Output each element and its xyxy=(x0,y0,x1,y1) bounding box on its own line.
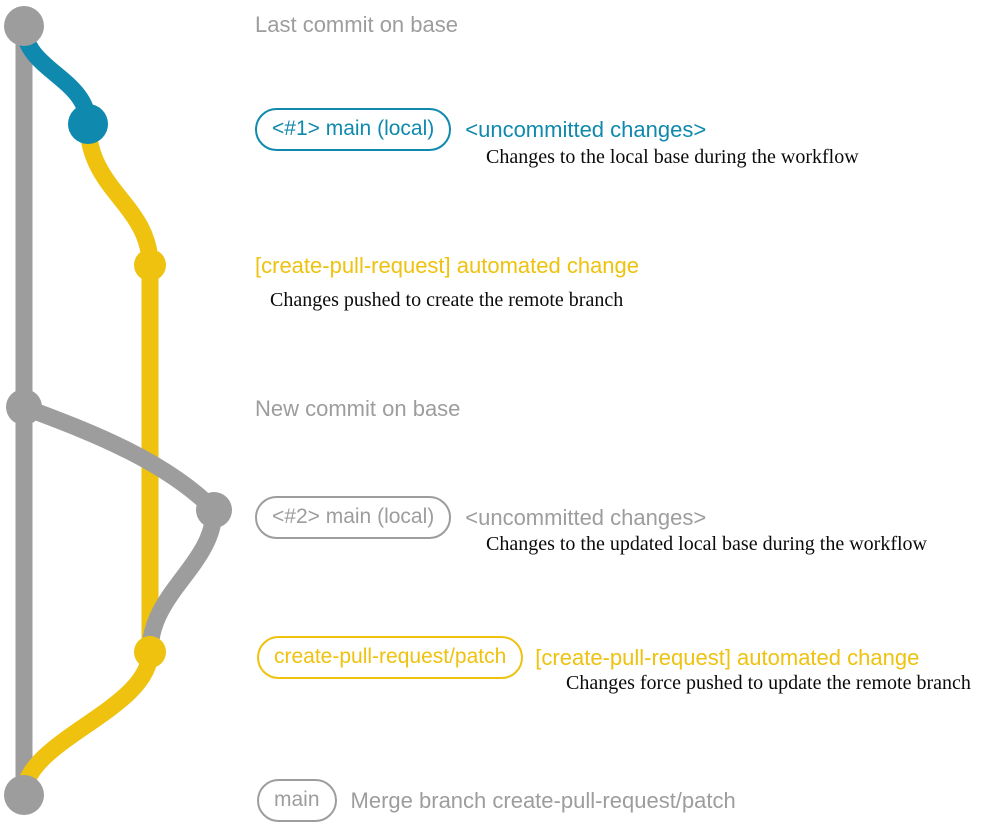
commit-subject-local-1: <uncommitted changes> xyxy=(465,116,707,142)
commit-subject-local-2: <uncommitted changes> xyxy=(465,504,707,530)
commit-node-local-1[interactable] xyxy=(68,104,108,144)
commit-subject-base-new: New commit on base xyxy=(255,396,461,421)
commit-description-local-1: Changes to the local base during the wor… xyxy=(486,146,859,168)
commit-description-remote-1: Changes pushed to create the remote bran… xyxy=(270,289,624,311)
ref-pill-local-1[interactable]: <#1> main (local) xyxy=(255,108,452,151)
commit-row-merge: main Merge branch create-pull-request/pa… xyxy=(257,779,736,822)
ref-pill-remote-2[interactable]: create-pull-request/patch xyxy=(257,636,524,679)
commit-row-local-1: <#1> main (local) <uncommitted changes> xyxy=(255,108,706,151)
ref-pill-local-2[interactable]: <#2> main (local) xyxy=(255,496,452,539)
commit-node-merge[interactable] xyxy=(4,775,44,815)
commit-description-remote-2: Changes force pushed to update the remot… xyxy=(566,672,971,694)
commit-subject-remote-2: [create-pull-request] automated change xyxy=(535,644,920,670)
commit-subject-base-last: Last commit on base xyxy=(255,12,458,37)
ref-pill-main[interactable]: main xyxy=(257,779,337,822)
commit-subject-remote-1: [create-pull-request] automated change xyxy=(255,253,640,278)
commit-row-remote-2: create-pull-request/patch [create-pull-r… xyxy=(257,636,919,679)
commit-description-local-2: Changes to the updated local base during… xyxy=(486,533,927,555)
rebase-branch-line-gray xyxy=(15,398,223,661)
commit-row-local-2: <#2> main (local) <uncommitted changes> xyxy=(255,496,706,539)
commit-subject-merge: Merge branch create-pull-request/patch xyxy=(350,787,736,813)
commit-node-remote-2[interactable] xyxy=(134,636,166,668)
commit-node-local-2[interactable] xyxy=(196,492,232,528)
commit-node-remote-1[interactable] xyxy=(134,249,166,281)
commit-node-base-last[interactable] xyxy=(4,6,44,46)
commit-node-base-new[interactable] xyxy=(6,389,42,425)
